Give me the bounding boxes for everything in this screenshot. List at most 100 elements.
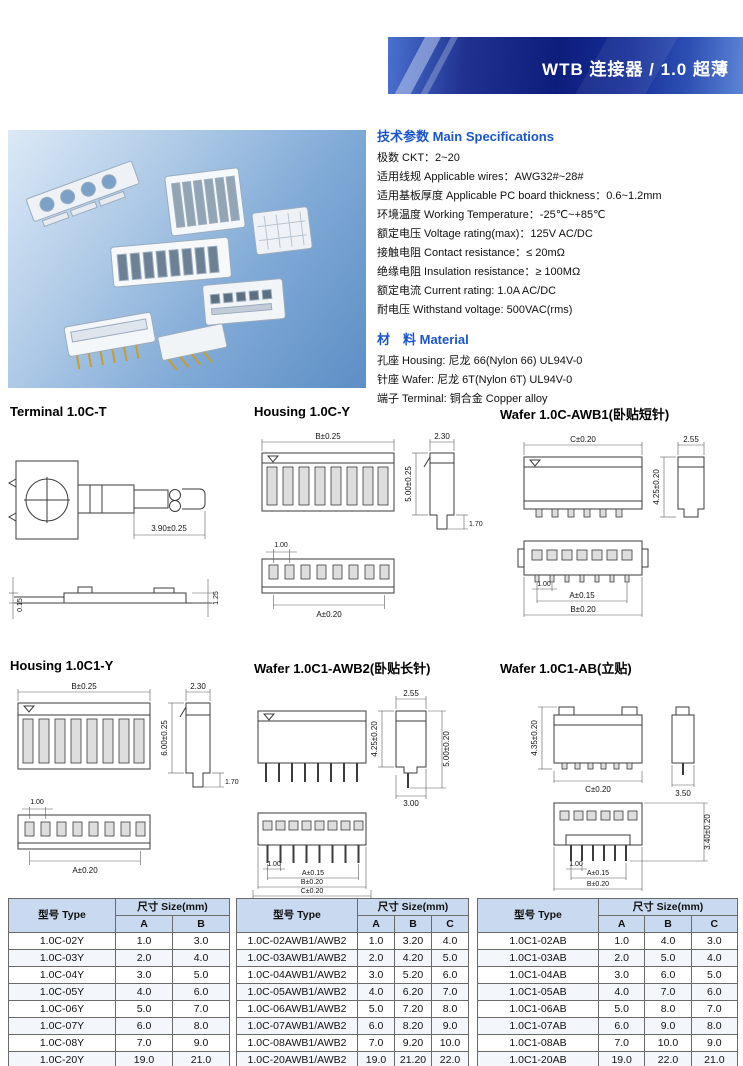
dim-label: 5.00±0.20 — [442, 731, 451, 767]
banner-title: WTB 连接器 / 1.0 超薄 — [542, 60, 729, 79]
spec-line: 额定电压 Voltage rating(max)：125V AC/DC — [377, 228, 593, 240]
value-cell: 8.0 — [690, 1017, 739, 1035]
type-cell: 1.0C1-06AB — [477, 1000, 599, 1018]
size-col-header-a: A — [115, 915, 173, 933]
size-header: 尺寸 Size(mm) — [357, 898, 469, 916]
cavity-holes — [24, 821, 146, 837]
type-cell: 1.0C-02Y — [8, 932, 116, 950]
value-cell: 4.0 — [644, 932, 692, 950]
contact-pads — [531, 549, 633, 583]
dim-label: 4.25±0.20 — [652, 469, 661, 505]
size-header: 尺寸 Size(mm) — [598, 898, 738, 916]
dim-label: B±0.20 — [570, 605, 596, 614]
wafer-top — [202, 278, 286, 326]
type-cell: 1.0C1-07AB — [477, 1017, 599, 1035]
value-cell: 3.0 — [172, 932, 230, 950]
type-cell: 1.0C-06Y — [8, 1000, 116, 1018]
value-cell: 3.0 — [115, 966, 173, 984]
type-column-header: 型号 Type — [8, 898, 116, 933]
dimension-lines — [553, 802, 708, 891]
material-line: 端子 Terminal: 铜合金 Copper alloy — [377, 393, 548, 405]
dim-label: A±0.15 — [569, 591, 595, 600]
side-view — [671, 706, 695, 764]
drawing-panel-wafer-10c1-awb2: Wafer 1.0C1-AWB2(卧贴长针) 2.55 — [250, 658, 490, 900]
top-view — [523, 456, 643, 510]
value-cell: 3.0 — [597, 966, 646, 984]
material-line: 孔座 Housing: 尼龙 66(Nylon 66) UL94V-0 — [377, 355, 583, 367]
value-cell: 2.0 — [115, 949, 173, 967]
dim-label: 3.40±0.20 — [703, 814, 712, 850]
value-cell: 5.0 — [690, 966, 739, 984]
technical-drawing-housing-c1: B±0.25 2.30 6.00±0.25 1.70 — [17, 682, 239, 875]
value-cell: 9.20 — [394, 1034, 432, 1052]
value-cell: 4.0 — [597, 983, 646, 1001]
dimension-lines — [9, 577, 214, 619]
dim-label: 1.00 — [274, 542, 288, 549]
drawing-panel-wafer-10c1-ab: Wafer 1.0C1-AB(立贴) 4.35±0.20 C±0.20 — [496, 658, 742, 900]
value-cell: 4.0 — [357, 983, 395, 1001]
value-cell: 19.0 — [357, 1051, 395, 1066]
value-cell: 7.20 — [394, 1000, 432, 1018]
value-cell: 1.0 — [357, 932, 395, 950]
top-view — [553, 706, 643, 764]
dimension-lines — [261, 439, 395, 451]
dim-label: 2.30 — [434, 432, 450, 441]
dim-label: B±0.25 — [71, 682, 97, 691]
value-cell: 6.0 — [357, 1017, 395, 1035]
type-cell: 1.0C-05AWB1/AWB2 — [236, 983, 358, 1001]
front-pins — [570, 845, 627, 861]
front-view — [257, 812, 367, 846]
type-cell: 1.0C-08Y — [8, 1034, 116, 1052]
value-cell: 22.0 — [431, 1051, 469, 1066]
type-cell: 1.0C-07AWB1/AWB2 — [236, 1017, 358, 1035]
dim-label: 3.00 — [403, 799, 419, 808]
dimension-lines — [412, 439, 468, 530]
value-cell: 7.0 — [431, 983, 469, 1001]
dimension-lines — [22, 807, 141, 865]
value-cell: 2.0 — [357, 949, 395, 967]
spec-line: 适用基板厚度 Applicable PC board thickness：0.6… — [377, 190, 662, 202]
value-cell: 3.0 — [357, 966, 395, 984]
dim-label: 3.90±0.25 — [151, 524, 187, 533]
type-cell: 1.0C1-08AB — [477, 1034, 599, 1052]
dim-label: A±0.20 — [316, 610, 342, 619]
front-pins — [266, 845, 360, 863]
dim-label: C±0.20 — [301, 888, 324, 895]
type-column-header: 型号 Type — [477, 898, 599, 933]
side-view — [423, 452, 455, 530]
value-cell: 19.0 — [115, 1051, 173, 1066]
contact-pads — [262, 820, 364, 831]
dim-label: 2.55 — [403, 689, 419, 698]
material-line: 针座 Wafer: 尼龙 6T(Nylon 6T) UL94V-0 — [377, 374, 573, 386]
spec-line: 耐电压 Withstand voltage: 500VAC(rms) — [377, 304, 573, 316]
value-cell: 5.0 — [431, 949, 469, 967]
value-cell: 8.0 — [431, 1000, 469, 1018]
value-cell: 21.0 — [690, 1051, 739, 1066]
side-view — [677, 456, 705, 518]
dim-label: 5.00±0.25 — [404, 466, 413, 502]
wafer-with-pins — [63, 311, 156, 370]
size-header: 尺寸 Size(mm) — [115, 898, 230, 916]
dim-label: B±0.20 — [587, 881, 609, 888]
front-view — [261, 452, 395, 512]
dim-label: 1.00 — [30, 799, 44, 806]
dim-label: C±0.20 — [585, 785, 611, 794]
dim-label: A±0.15 — [302, 870, 324, 877]
material-lines: 孔座 Housing: 尼龙 66(Nylon 66) UL94V-0 针座 Wa… — [377, 352, 739, 409]
value-cell: 9.0 — [644, 1017, 692, 1035]
drawing-panel-wafer-10c-awb1: Wafer 1.0C-AWB1(卧贴短针) C±0.20 2.55 4.25±0… — [496, 404, 742, 641]
